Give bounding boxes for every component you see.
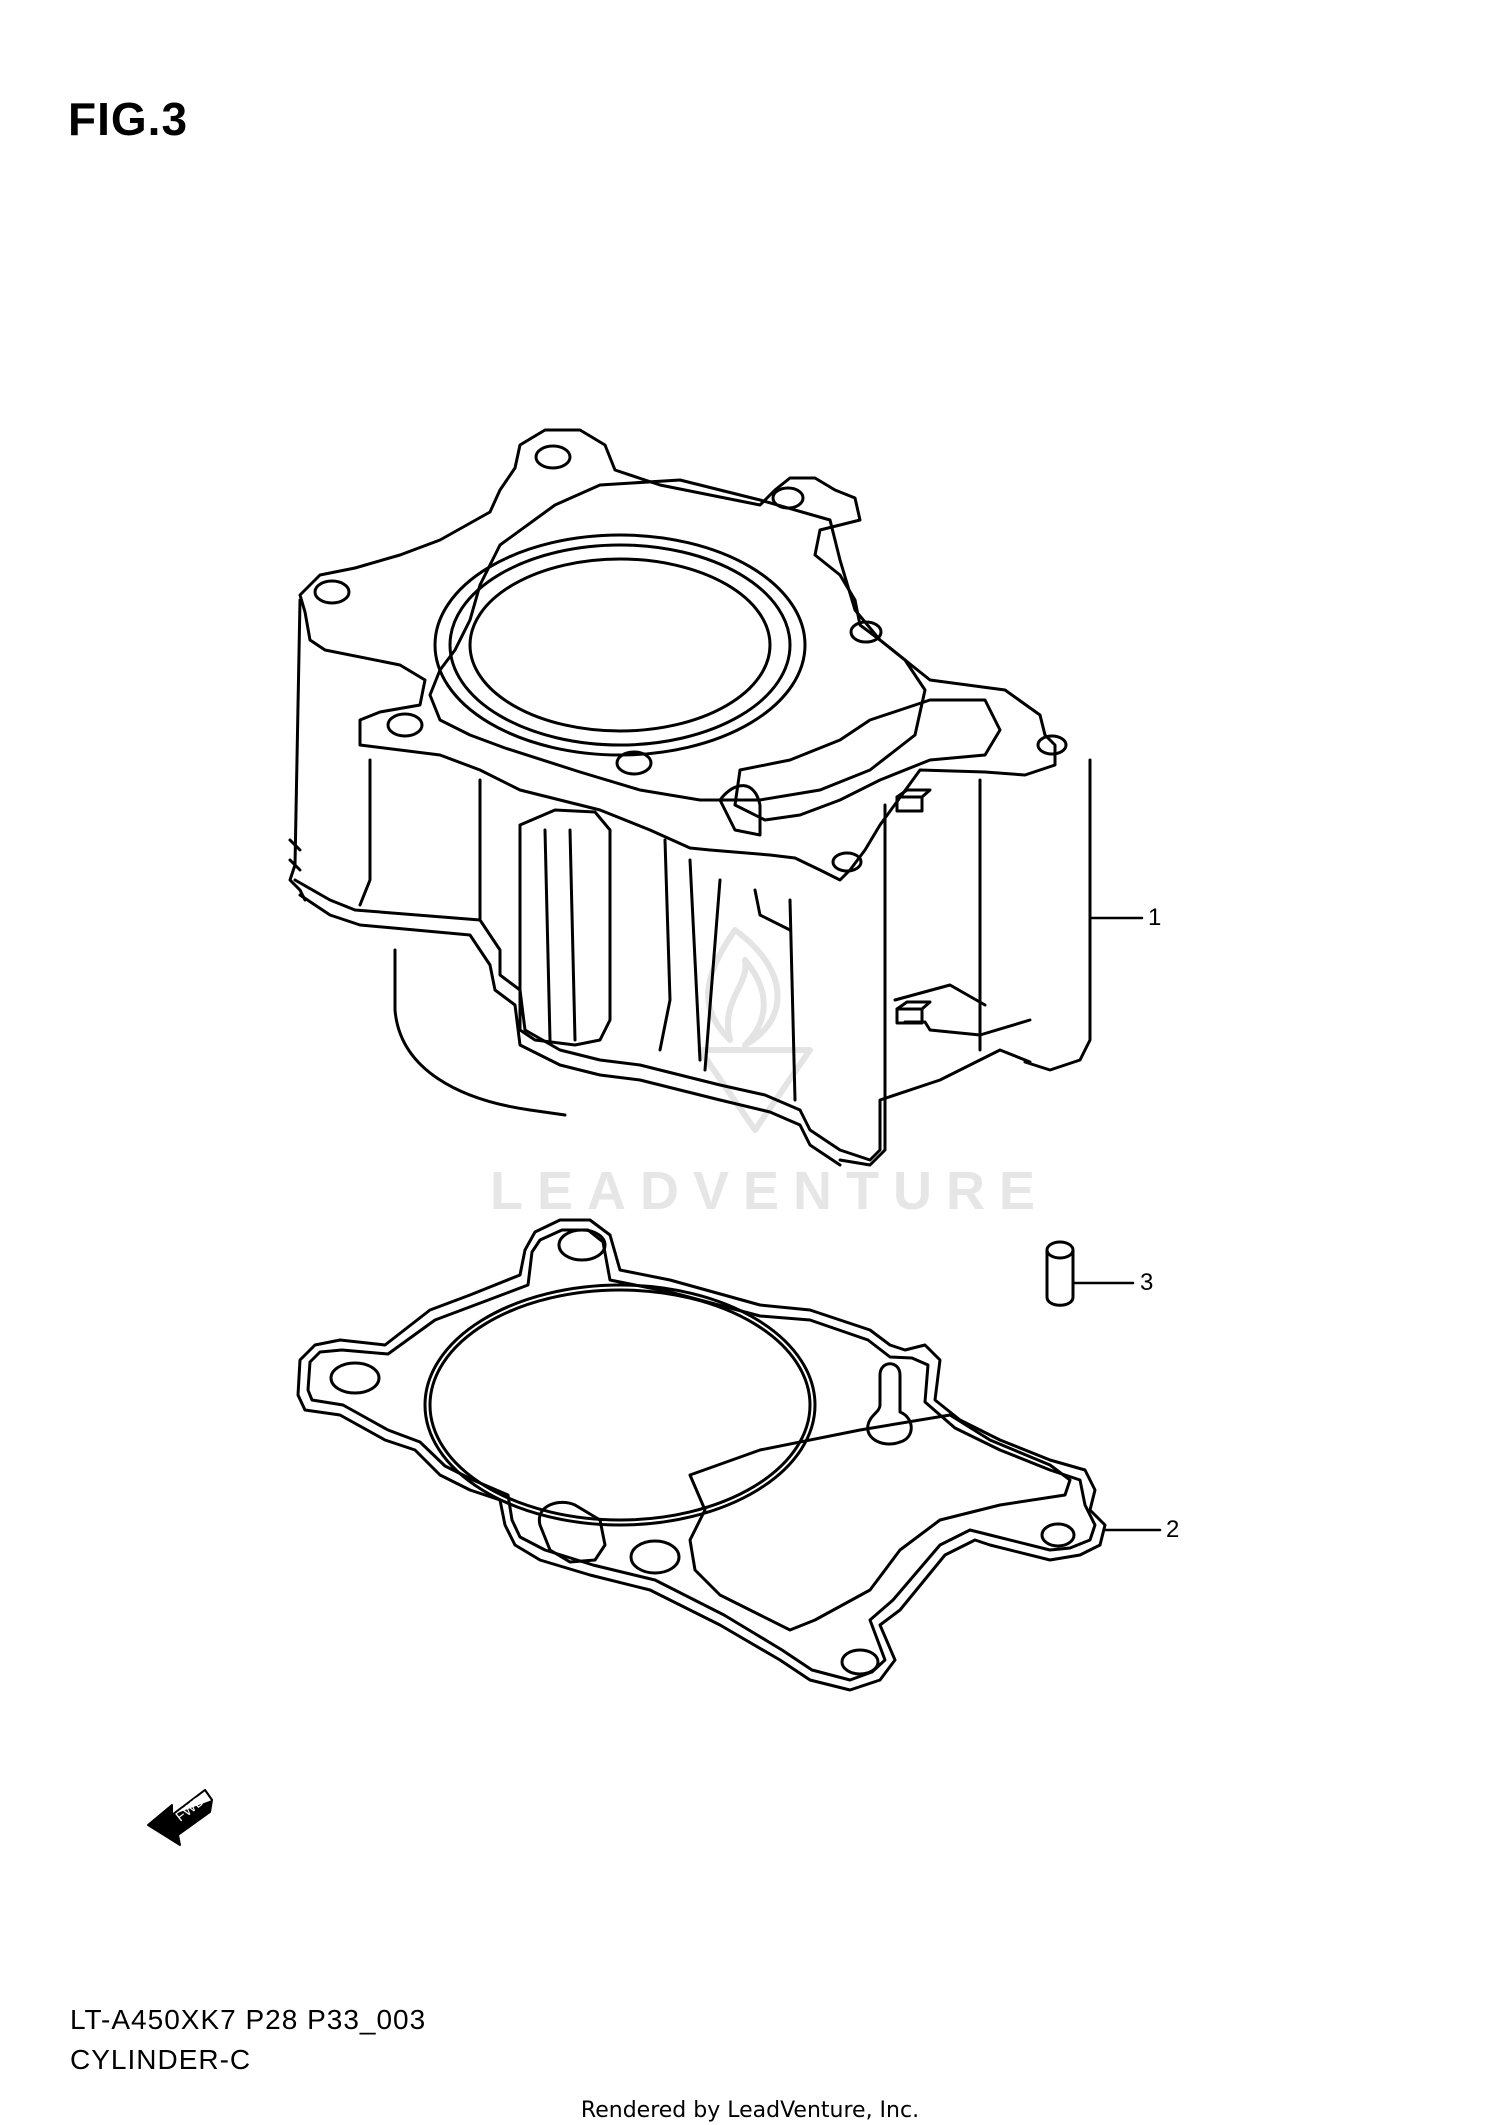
callout-1[interactable]: 1 — [1148, 904, 1162, 931]
callout-2[interactable]: 2 — [1166, 1516, 1180, 1543]
dowel-pin-part-3[interactable] — [1045, 1240, 1135, 1307]
callout-3[interactable]: 3 — [1140, 1269, 1154, 1296]
cylinder-part-1[interactable] — [288, 428, 1144, 1167]
rendered-by-footer: Rendered by LeadVenture, Inc. — [580, 2098, 920, 2123]
fwd-arrow-icon: FWD — [147, 1789, 213, 1846]
leadventure-logo-watermark — [697, 927, 813, 1133]
diagram-name: CYLINDER-C — [70, 2044, 252, 2075]
watermark-text: LEADVENTURE — [490, 1161, 1050, 1221]
figure-title: FIG.3 — [68, 93, 189, 145]
cylinder-gasket-part-2[interactable] — [296, 1218, 1162, 1692]
diagram-code: LT-A450XK7 P28 P33_003 — [70, 2004, 427, 2035]
